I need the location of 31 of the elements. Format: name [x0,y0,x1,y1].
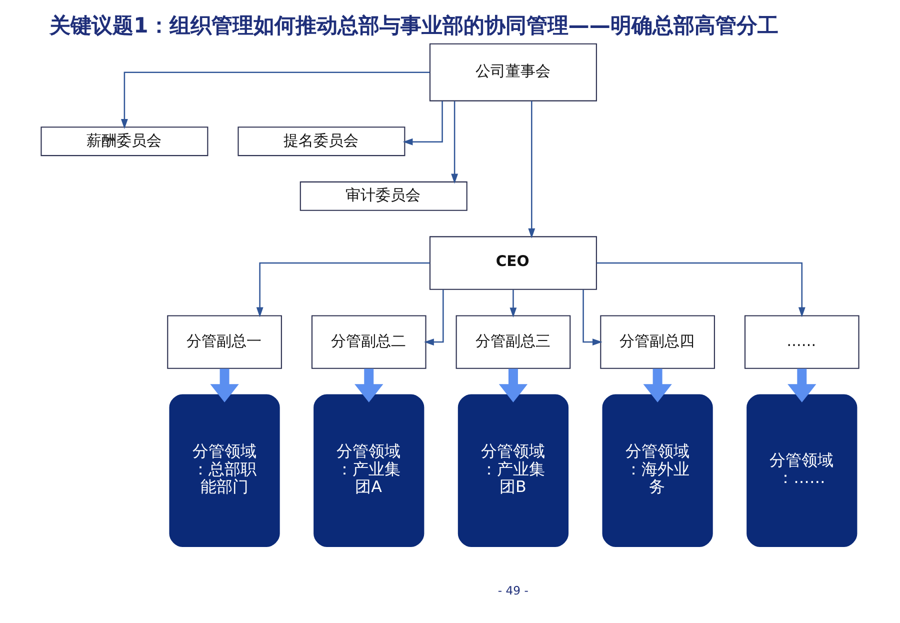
node-box: 分管领域：海外业务 [602,394,713,547]
arrow [120,72,430,129]
node-box: 分管副总四 [600,315,715,369]
label: - 49 - [498,584,528,598]
arrow [354,368,384,402]
node-box: 公司董事会 [429,43,597,102]
node-box: 薪酬委员会 [40,126,208,156]
arrow [596,262,806,318]
arrow [402,101,443,146]
arrow [451,101,458,184]
node-box: 分管领域：…… [746,394,858,547]
node-box: 分管副总三 [456,315,571,369]
node-box: 分管领域：总部职能部门 [169,394,280,547]
arrow [528,100,536,238]
arrow [582,290,602,346]
diagram-title: 关键议题1：组织管理如何推动总部与事业部的协同管理——明确总部高管分工 [50,12,778,38]
arrow [498,368,528,402]
node-box: 分管领域：产业集团B [458,394,569,547]
node-box: 分管领域：产业集团A [314,394,424,547]
node-box: …… [744,315,860,369]
arrow [424,290,444,346]
arrow [256,262,430,318]
arrow [643,368,672,402]
node-box: 分管副总二 [311,315,426,369]
node-box: CEO [429,236,597,290]
arrow [788,368,816,402]
node-box: 审计委员会 [300,181,468,211]
arrow [510,290,517,318]
arrow [210,368,239,402]
node-box: 提名委员会 [238,126,406,156]
node-box: 分管副总一 [167,315,282,369]
